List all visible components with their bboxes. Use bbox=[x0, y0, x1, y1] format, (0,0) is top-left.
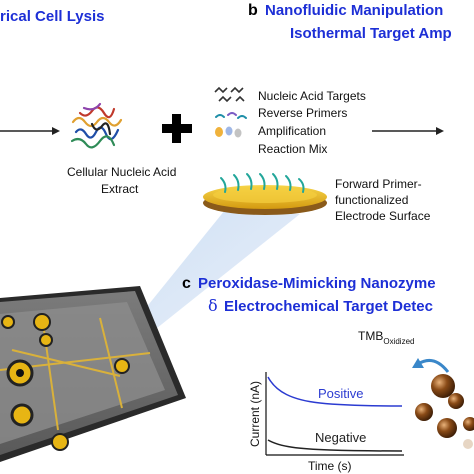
y-axis-label: Current (nA) bbox=[248, 381, 262, 447]
curved-arrow-icon bbox=[412, 358, 450, 373]
plus-icon bbox=[162, 114, 192, 143]
chip-electrode-icons bbox=[1, 313, 130, 451]
reverse-primers-icon bbox=[215, 112, 247, 119]
legend-nucleic-acid-targets: Nucleic Acid Targets bbox=[258, 89, 366, 103]
panel-b-title-line2: Isothermal Target Amp bbox=[290, 25, 452, 42]
panel-b-letter: b bbox=[248, 2, 258, 19]
negative-series-label: Negative bbox=[315, 430, 366, 445]
extract-label-line2: Extract bbox=[101, 182, 139, 196]
legend-amplification: Amplification bbox=[258, 124, 326, 138]
legend-reaction-mix: Reaction Mix bbox=[258, 142, 327, 156]
panel-c-title-line2: Electrochemical Target Detec bbox=[224, 298, 433, 315]
zoom-projection-beam bbox=[128, 210, 300, 340]
nucleic-acid-extract-icon bbox=[70, 102, 123, 149]
nucleic-acid-targets-icon bbox=[214, 86, 245, 103]
microfluidic-chip bbox=[0, 286, 186, 462]
x-axis-label: Time (s) bbox=[308, 459, 352, 473]
positive-series-label: Positive bbox=[318, 386, 364, 401]
electrode-surface-icon bbox=[203, 173, 327, 215]
panel-c-letter: c bbox=[182, 275, 191, 292]
electrode-label-line2: functionalized bbox=[335, 193, 408, 207]
electrode-label-line1: Forward Primer- bbox=[335, 177, 422, 191]
panel-c-delta-symbol: δ bbox=[208, 296, 218, 315]
tmb-label: TMBOxidized bbox=[358, 329, 414, 346]
positive-series-line bbox=[267, 376, 403, 407]
current-time-chart: Positive Negative Time (s) Current (nA) bbox=[248, 372, 404, 473]
panel-b-title-line1: Nanofluidic Manipulation bbox=[265, 2, 443, 19]
electrode-label-line3: Electrode Surface bbox=[335, 209, 431, 223]
panel-c-title-line1: Peroxidase-Mimicking Nanozyme bbox=[198, 275, 436, 292]
extract-label-line1: Cellular Nucleic Acid bbox=[67, 165, 176, 179]
arrow-a-to-extract bbox=[0, 127, 60, 135]
panel-a-title: rical Cell Lysis bbox=[0, 8, 105, 25]
amplification-mix-icon bbox=[215, 126, 242, 138]
negative-series-line bbox=[267, 439, 403, 452]
arrow-b-to-next bbox=[372, 127, 444, 135]
nanozyme-beads bbox=[415, 374, 474, 449]
legend-reverse-primers: Reverse Primers bbox=[258, 106, 347, 120]
